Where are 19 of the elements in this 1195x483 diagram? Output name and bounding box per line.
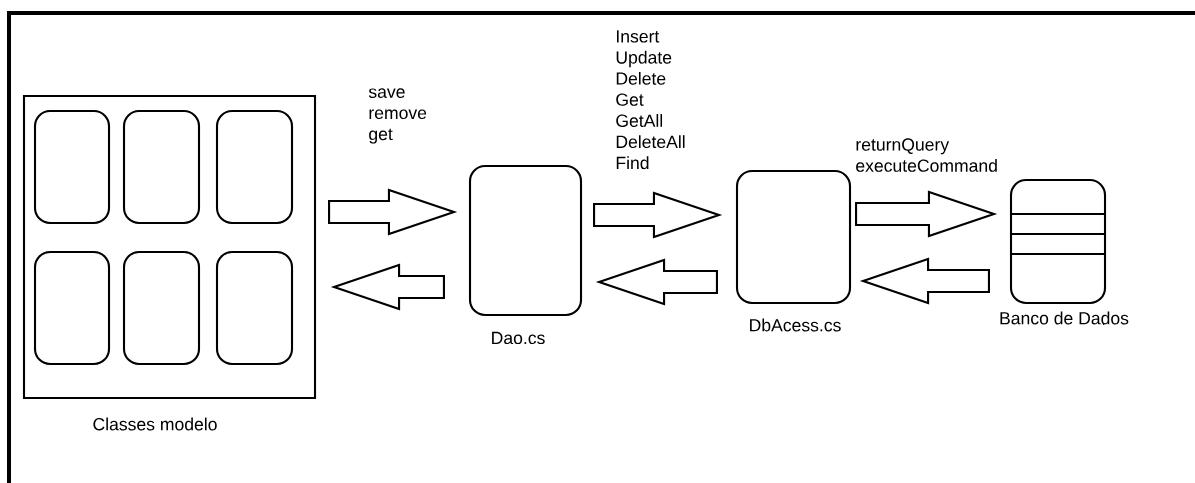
class-box: [122, 250, 201, 366]
class-box: [33, 109, 111, 225]
class-box: [215, 250, 294, 366]
block-arrow: [855, 190, 998, 238]
node-label: Dao.cs: [492, 331, 545, 345]
block-arrow: [593, 191, 723, 239]
block-arrow: [328, 188, 458, 236]
node-label: Classes modelo: [93, 417, 217, 431]
edge-label: returnQuery executeCommand: [856, 138, 997, 172]
block-arrow: [330, 263, 445, 311]
node-label: Banco de Dados: [1000, 311, 1129, 325]
block-arrow: [595, 258, 718, 306]
node-label: DbAcess.cs: [750, 318, 841, 332]
class-box: [215, 109, 294, 225]
block-arrow: [859, 257, 990, 305]
class-box: [122, 109, 201, 225]
edge-label: save remove get: [368, 88, 427, 144]
class-box: [33, 250, 111, 366]
edge-label: Insert Update Delete Get GetAll DeleteAll Find: [616, 30, 685, 170]
